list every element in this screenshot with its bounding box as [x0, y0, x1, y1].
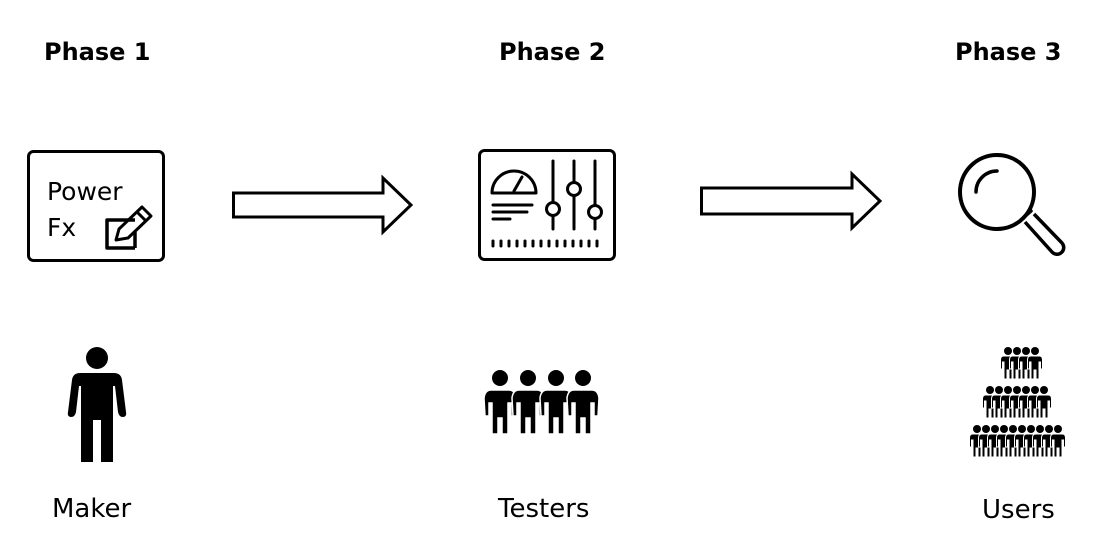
role-label-users: Users — [982, 495, 1055, 525]
power-fx-label-line1: Power — [47, 177, 123, 206]
phase-3-title: Phase 3 — [955, 38, 1062, 66]
role-label-maker: Maker — [52, 494, 132, 524]
arrow-right-icon — [232, 174, 414, 236]
phase-2-title: Phase 2 — [499, 38, 606, 66]
power-fx-edit-icon: Power Fx — [27, 150, 165, 262]
phase-1-title: Phase 1 — [44, 38, 151, 66]
role-label-testers: Testers — [498, 494, 590, 524]
arrow-right-icon — [700, 170, 884, 232]
control-panel-icon — [478, 149, 616, 261]
crowd-of-people-icon — [968, 345, 1074, 463]
power-fx-label-line2: Fx — [47, 213, 77, 242]
magnifying-glass-icon — [955, 150, 1067, 258]
single-person-icon — [66, 346, 128, 464]
group-of-people-icon — [483, 369, 600, 436]
